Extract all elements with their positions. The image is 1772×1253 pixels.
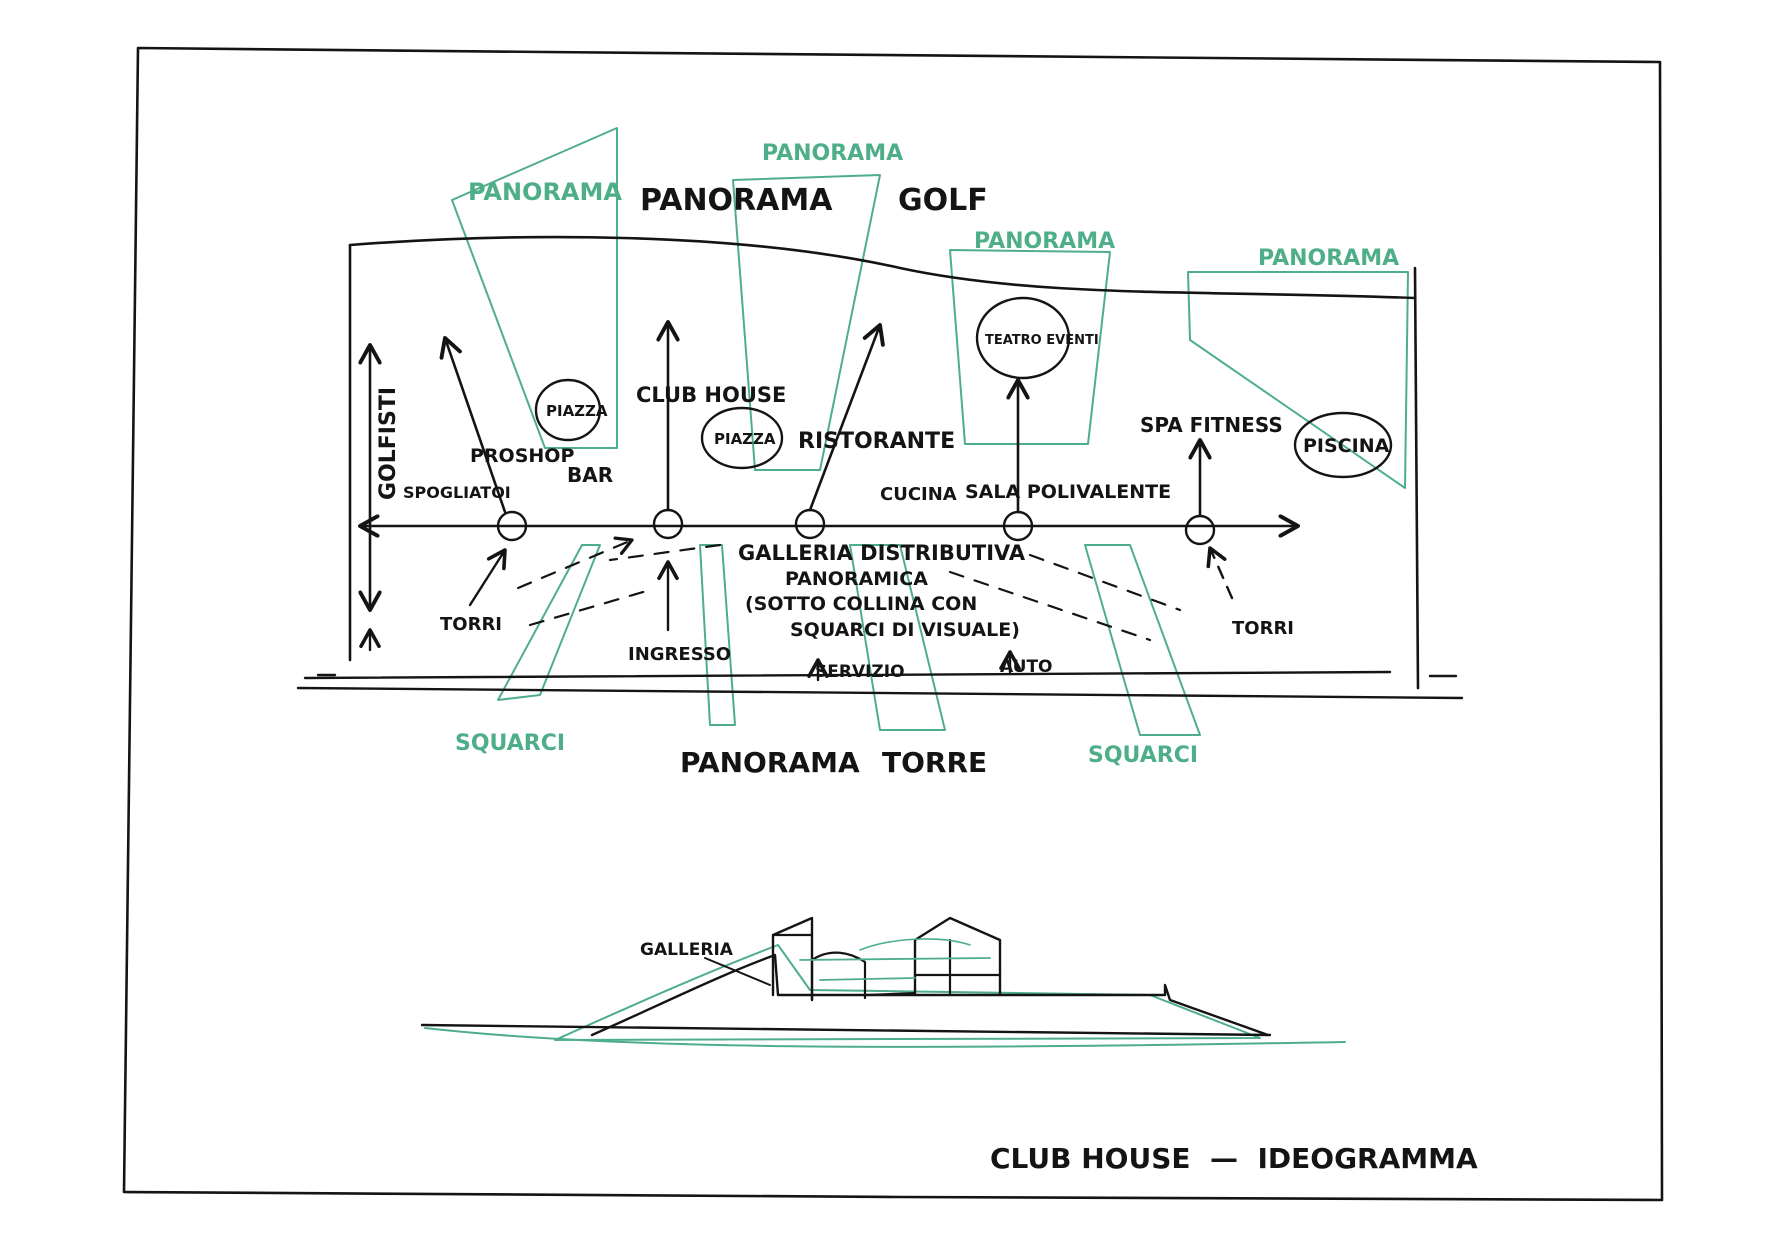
gallery-line-1: GALLERIA DISTRIBUTIVA — [738, 541, 1026, 565]
panorama-wedge-3 — [949, 249, 1111, 445]
squarci-wedge-2 — [699, 544, 736, 726]
space-label-ristorante: RISTORANTE — [798, 429, 955, 454]
entrance-label-ingresso: INGRESSO — [628, 644, 731, 665]
space-label-club-house: CLUB HOUSE — [636, 383, 786, 407]
entrance-label-torri-right: TORRI — [1232, 618, 1294, 639]
green-label-panorama-1: PANORAMA — [468, 178, 622, 206]
space-label-spogliatoi: SPOGLIATOI — [403, 483, 511, 502]
node-circle — [794, 508, 826, 540]
squarci-wedge-3 — [849, 544, 946, 731]
section-sketch — [420, 916, 1346, 1048]
green-label-panorama-3: PANORAMA — [974, 229, 1115, 254]
teatro-circle — [975, 296, 1071, 380]
space-label-sala-polivalente: SALA POLIVALENTE — [965, 481, 1171, 503]
green-label-panorama-2: PANORAMA — [762, 141, 903, 166]
panorama-wedges — [451, 127, 1409, 736]
gallery-line-2: PANORAMICA — [785, 568, 928, 590]
squarci-wedge-4 — [1084, 544, 1201, 736]
distribution-axis — [358, 508, 1300, 546]
space-label-spa-fitness: SPA FITNESS — [1140, 413, 1283, 437]
view-label-torre: TORRE — [882, 746, 987, 779]
entrance-arrows — [468, 536, 1234, 682]
panorama-wedge-2 — [732, 174, 881, 471]
space-label-bar: BAR — [567, 463, 613, 487]
gallery-line-3: (SOTTO COLLINA CON — [745, 593, 977, 615]
green-label-panorama-4: PANORAMA — [1258, 246, 1399, 271]
entrance-label-servizio: SERVIZIO — [815, 662, 905, 682]
panorama-wedge-4 — [1187, 271, 1409, 489]
branch-arrows — [439, 320, 1212, 517]
sheet-frame — [122, 46, 1664, 1202]
circled-spaces — [534, 296, 1393, 479]
piazza-circle — [534, 378, 602, 442]
view-label-panorama-top: PANORAMA — [640, 183, 833, 218]
squarci-wedge-1 — [497, 544, 601, 701]
piscina-circle — [1293, 411, 1393, 479]
node-circle — [1184, 514, 1216, 546]
view-label-panorama-bottom: PANORAMA — [680, 746, 860, 779]
entrance-label-torri-left: TORRI — [440, 614, 502, 635]
space-label-proshop: PROSHOP — [470, 445, 574, 467]
gallery-line-4: SQUARCI DI VISUALE) — [790, 619, 1020, 641]
node-circle — [652, 508, 684, 540]
circle-label-piazza-2: PIAZZA — [714, 430, 776, 448]
site-outline — [296, 235, 1464, 700]
circle-label-piscina: PISCINA — [1303, 435, 1390, 457]
entrance-label-auto: AUTO — [1000, 657, 1053, 677]
panorama-wedge-1 — [451, 127, 618, 449]
circle-label-piazza-1: PIAZZA — [546, 402, 608, 420]
node-circle — [496, 510, 528, 542]
circle-label-teatro-eventi: TEATRO EVENTI — [985, 333, 1099, 348]
drawing-title: CLUB HOUSE — IDEOGRAMMA — [990, 1142, 1478, 1175]
view-label-golf: GOLF — [898, 183, 988, 218]
green-label-squarci-2: SQUARCI — [1088, 743, 1198, 768]
section-label-galleria: GALLERIA — [640, 940, 734, 960]
green-label-squarci-1: SQUARCI — [455, 731, 565, 756]
piazza-circle — [700, 406, 784, 470]
space-label-cucina: CUCINA — [880, 484, 957, 505]
golfisti-label: GOLFISTI — [376, 387, 401, 500]
